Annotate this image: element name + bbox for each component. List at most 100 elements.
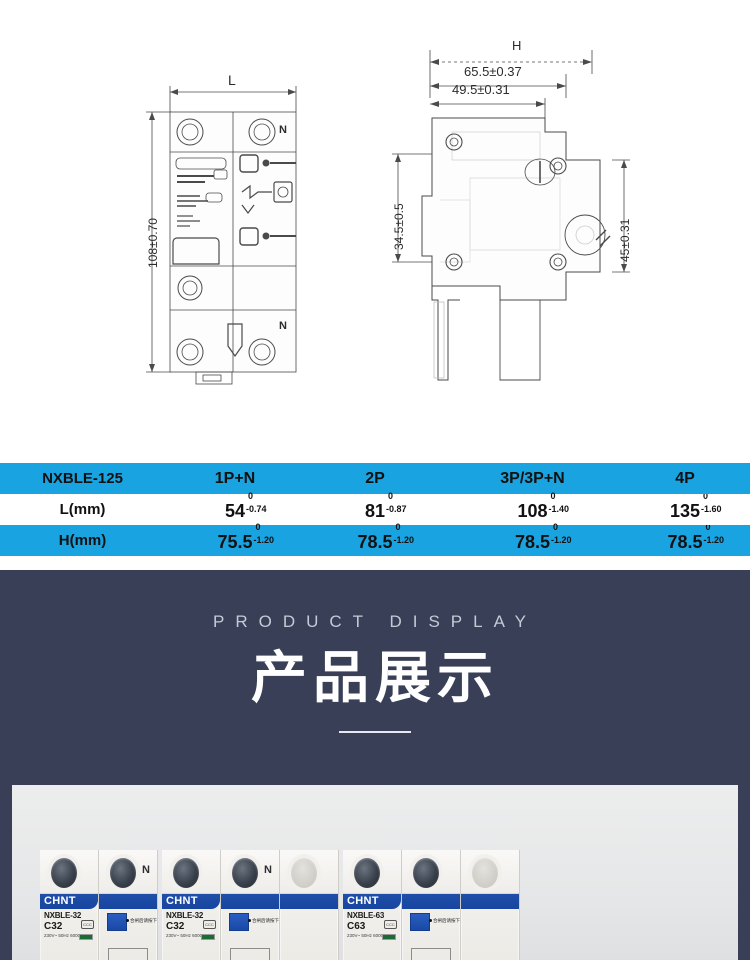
chint-logo: CHNT bbox=[44, 895, 76, 907]
ccc-cert-icon: CCC bbox=[203, 920, 216, 929]
wiring-diagram-icon bbox=[108, 948, 148, 960]
brand-band bbox=[99, 894, 157, 909]
blank-label-area bbox=[280, 909, 338, 960]
model-text: NXBLE-63 bbox=[347, 911, 385, 920]
breaker-assembly: CHNT NXBLE-32 C32 230V~ 50Hz 6000A CCC N bbox=[40, 848, 520, 960]
table-col-1pn: 1P+N bbox=[165, 463, 305, 494]
side-view-left-dimension: 34.5±0.5 bbox=[392, 203, 406, 250]
current-rating-text: C32 bbox=[166, 921, 185, 932]
model-text: NXBLE-32 bbox=[44, 911, 82, 920]
pole-top: N bbox=[221, 850, 279, 894]
pole-top: N bbox=[99, 850, 157, 894]
brand-band bbox=[221, 894, 279, 909]
pole-body: CHNT NXBLE-32 C32 230V~ 50Hz 6000A CCC bbox=[40, 894, 98, 960]
terminal-screw-icon bbox=[413, 858, 439, 888]
ccc-cert-icon: CCC bbox=[384, 920, 397, 929]
neutral-marking: N bbox=[142, 864, 150, 876]
pole-top bbox=[40, 850, 98, 894]
spec-microtext: 230V~ 50Hz 6000A bbox=[166, 933, 206, 938]
current-rating-text: C63 bbox=[347, 921, 366, 932]
table-col-model: NXBLE-125 bbox=[0, 463, 165, 494]
front-view-height-dimension: 108±0.70 bbox=[146, 218, 160, 268]
pole-top bbox=[162, 850, 220, 894]
breaker-pole: N 合闸后请按下 bbox=[99, 850, 158, 960]
test-instruction-text: 合闸后请按下 bbox=[130, 918, 157, 923]
pole-body bbox=[280, 894, 338, 960]
neutral-marking: N bbox=[264, 864, 272, 876]
status-window-icon bbox=[79, 934, 93, 940]
terminal-screw-icon bbox=[232, 858, 258, 888]
row-label-length: L(mm) bbox=[0, 494, 165, 525]
bullet-icon bbox=[126, 919, 129, 922]
blank-label-area bbox=[461, 909, 519, 960]
current-rating-text: C32 bbox=[44, 921, 63, 932]
terminal-screw-icon bbox=[354, 858, 380, 888]
spec-microtext: 230V~ 50Hz 6000A bbox=[44, 933, 84, 938]
chint-logo: CHNT bbox=[166, 895, 198, 907]
rating-label: NXBLE-32 C32 230V~ 50Hz 6000A CCC bbox=[162, 909, 220, 960]
breaker-pole: CHNT NXBLE-63 C63 230V~ 50Hz 6000A CCC bbox=[343, 850, 402, 960]
test-button[interactable] bbox=[410, 913, 430, 931]
chint-logo: CHNT bbox=[347, 895, 379, 907]
side-view-right-dimension: 45±0.31 bbox=[618, 218, 632, 262]
pole-body: 合闸后请按下 bbox=[402, 894, 460, 960]
status-window-icon bbox=[201, 934, 215, 940]
table-col-3p: 3P/3P+N bbox=[445, 463, 620, 494]
pole-body: CHNT NXBLE-32 C32 230V~ 50Hz 6000A CCC bbox=[162, 894, 220, 960]
side-view-inner-dimension: 49.5±0.31 bbox=[452, 82, 510, 97]
row-label-height: H(mm) bbox=[0, 525, 165, 556]
drawing-canvas bbox=[146, 50, 630, 385]
technical-drawings-section: L 108±0.70 H 65.5±0.37 49.5±0.31 34.5±0.… bbox=[0, 0, 750, 445]
breaker-pole: CHNT NXBLE-32 C32 230V~ 50Hz 6000A CCC bbox=[162, 850, 221, 960]
front-view-neutral-label: N bbox=[279, 320, 287, 332]
front-view-width-label: L bbox=[228, 72, 236, 88]
brand-band: CHNT bbox=[343, 894, 401, 909]
pole-top bbox=[402, 850, 460, 894]
rating-label: NXBLE-63 C63 230V~ 50Hz 6000A CCC bbox=[343, 909, 401, 960]
breaker-pole: N 合闸后请按下 bbox=[221, 850, 280, 960]
bullet-icon bbox=[429, 919, 432, 922]
terminal-screw-icon bbox=[173, 858, 199, 888]
side-view-overall-dimension: 65.5±0.37 bbox=[464, 64, 522, 79]
wiring-diagram-icon bbox=[411, 948, 451, 960]
test-button[interactable] bbox=[107, 913, 127, 931]
terminal-hole-icon bbox=[472, 858, 498, 888]
brand-band: CHNT bbox=[162, 894, 220, 909]
pole-top bbox=[461, 850, 519, 894]
terminal-screw-icon bbox=[51, 858, 77, 888]
ccc-cert-icon: CCC bbox=[81, 920, 94, 929]
front-view-neutral-label-top: N bbox=[279, 124, 287, 136]
test-button[interactable] bbox=[229, 913, 249, 931]
breaker-pole-blank bbox=[461, 850, 520, 960]
pole-body: 合闸后请按下 bbox=[99, 894, 157, 960]
terminal-hole-icon bbox=[291, 858, 317, 888]
test-label-area: 合闸后请按下 bbox=[221, 909, 279, 960]
brand-band bbox=[280, 894, 338, 909]
brand-band bbox=[402, 894, 460, 909]
banner-subtitle: PRODUCT DISPLAY bbox=[212, 612, 538, 631]
terminal-screw-icon bbox=[110, 858, 136, 888]
status-window-icon bbox=[382, 934, 396, 940]
breaker-pole: CHNT NXBLE-32 C32 230V~ 50Hz 6000A CCC bbox=[40, 850, 99, 960]
rating-label: NXBLE-32 C32 230V~ 50Hz 6000A CCC bbox=[40, 909, 98, 960]
model-text: NXBLE-32 bbox=[166, 911, 204, 920]
wiring-diagram-icon bbox=[230, 948, 270, 960]
test-label-area: 合闸后请按下 bbox=[99, 909, 157, 960]
pole-top bbox=[280, 850, 338, 894]
test-instruction-text: 合闸后请按下 bbox=[252, 918, 279, 923]
test-label-area: 合闸后请按下 bbox=[402, 909, 460, 960]
breaker-pole: 合闸后请按下 bbox=[402, 850, 461, 960]
bullet-icon bbox=[248, 919, 251, 922]
brand-band bbox=[461, 894, 519, 909]
pole-body: 合闸后请按下 bbox=[221, 894, 279, 960]
